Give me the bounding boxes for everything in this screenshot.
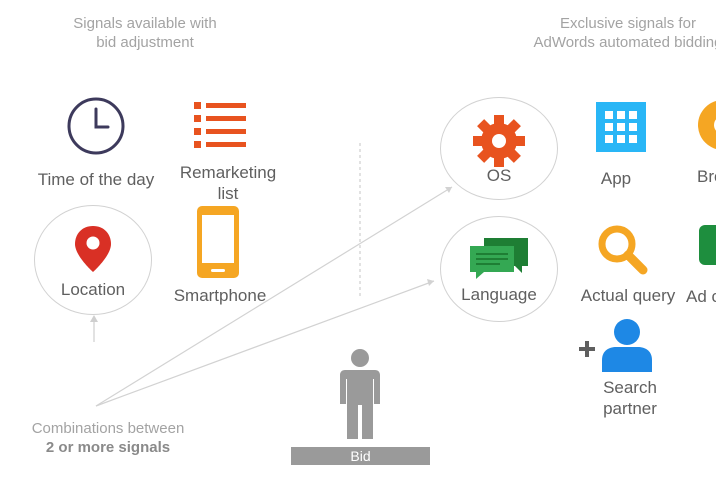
location-circle bbox=[34, 205, 152, 315]
search-partner-person-icon bbox=[602, 319, 652, 372]
language-circle bbox=[440, 216, 558, 322]
signal-time-of-day: Time of the day bbox=[37, 170, 155, 189]
signal-os: OS bbox=[486, 166, 512, 185]
smartphone-icon bbox=[197, 206, 239, 278]
list-icon bbox=[194, 102, 246, 148]
combinations-label: Combinations between 2 or more signals bbox=[18, 419, 198, 457]
signal-remarketing-list: Remarketing list bbox=[179, 163, 277, 203]
chat-bubbles-icon bbox=[470, 238, 528, 279]
signal-location: Location bbox=[60, 280, 126, 299]
gear-icon bbox=[473, 115, 525, 167]
clock-icon bbox=[67, 97, 125, 155]
signal-language: Language bbox=[461, 285, 537, 304]
bid-label: Bid bbox=[350, 448, 371, 464]
signal-smartphone: Smartphone bbox=[173, 286, 267, 305]
signal-app: App bbox=[600, 169, 632, 188]
bid-bar bbox=[291, 447, 430, 465]
header-bid-adjustment: Signals available with bid adjustment bbox=[73, 15, 217, 51]
plus-icon bbox=[579, 341, 595, 357]
combinations-line-2: 2 or more signals bbox=[45, 439, 171, 456]
signal-search-partner: Search partner bbox=[603, 378, 657, 418]
person-icon bbox=[340, 349, 380, 439]
combinations-line-1: Combinations between bbox=[31, 420, 185, 437]
magnifier-icon bbox=[598, 225, 648, 275]
app-grid-icon bbox=[596, 102, 646, 152]
header-automated-bidding: Exclusive signals for AdWords automated … bbox=[533, 15, 716, 51]
signal-actual-query: Actual query bbox=[580, 286, 676, 305]
map-pin-icon bbox=[75, 226, 111, 272]
os-circle bbox=[440, 97, 558, 200]
